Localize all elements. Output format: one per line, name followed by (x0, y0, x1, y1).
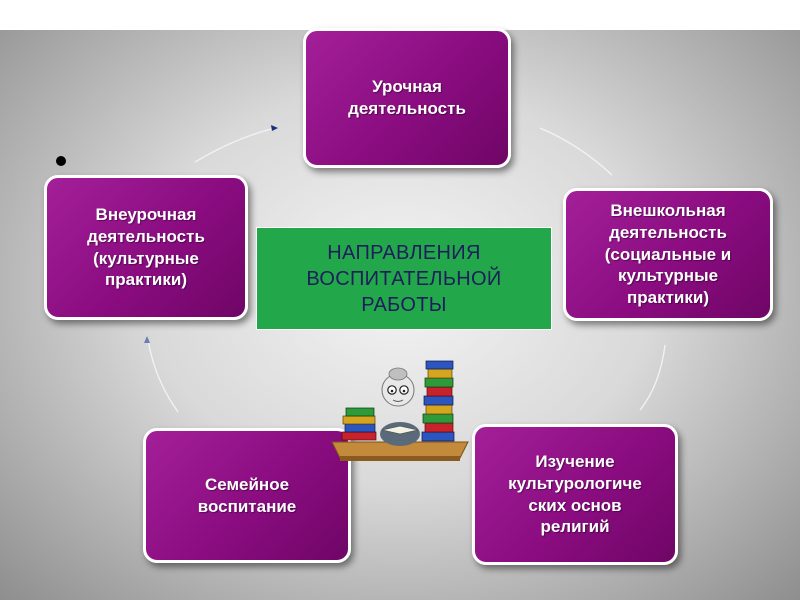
arc-bottom-to-left (147, 339, 179, 413)
node-lesson-activity-label: Урочная деятельность (348, 77, 466, 118)
arc-top-to-right (539, 127, 613, 176)
node-religious-cultures-label: Изучение культурологиче ских основ религ… (508, 452, 642, 537)
center-title: НАПРАВЛЕНИЯ ВОСПИТАТЕЛЬНОЙ РАБОТЫ (256, 227, 552, 330)
center-title-text: НАПРАВЛЕНИЯ ВОСПИТАТЕЛЬНОЙ РАБОТЫ (306, 241, 502, 316)
arc-right-to-bottom-right (639, 344, 666, 411)
node-family-education-label: Семейное воспитание (197, 474, 297, 516)
arrow-head-icon (271, 125, 278, 131)
node-extracurricular-activity: Внеурочная деятельность (культурные прак… (44, 175, 248, 320)
node-out-of-school-activity: Внешкольная деятельность (социальные и к… (563, 188, 773, 321)
bullet-dot (56, 156, 66, 166)
node-lesson-activity: Урочная деятельность (303, 28, 511, 168)
arc-left-to-top (194, 127, 276, 163)
node-extracurricular-label: Внеурочная деятельность (культурные прак… (87, 205, 205, 290)
node-religious-cultures: Изучение культурологиче ских основ религ… (472, 424, 678, 565)
node-family-education: Семейное воспитание (143, 428, 351, 563)
node-out-of-school-label: Внешкольная деятельность (социальные и к… (604, 201, 732, 308)
teacher-with-books-icon (331, 360, 469, 461)
arrow-head-icon (144, 336, 150, 343)
